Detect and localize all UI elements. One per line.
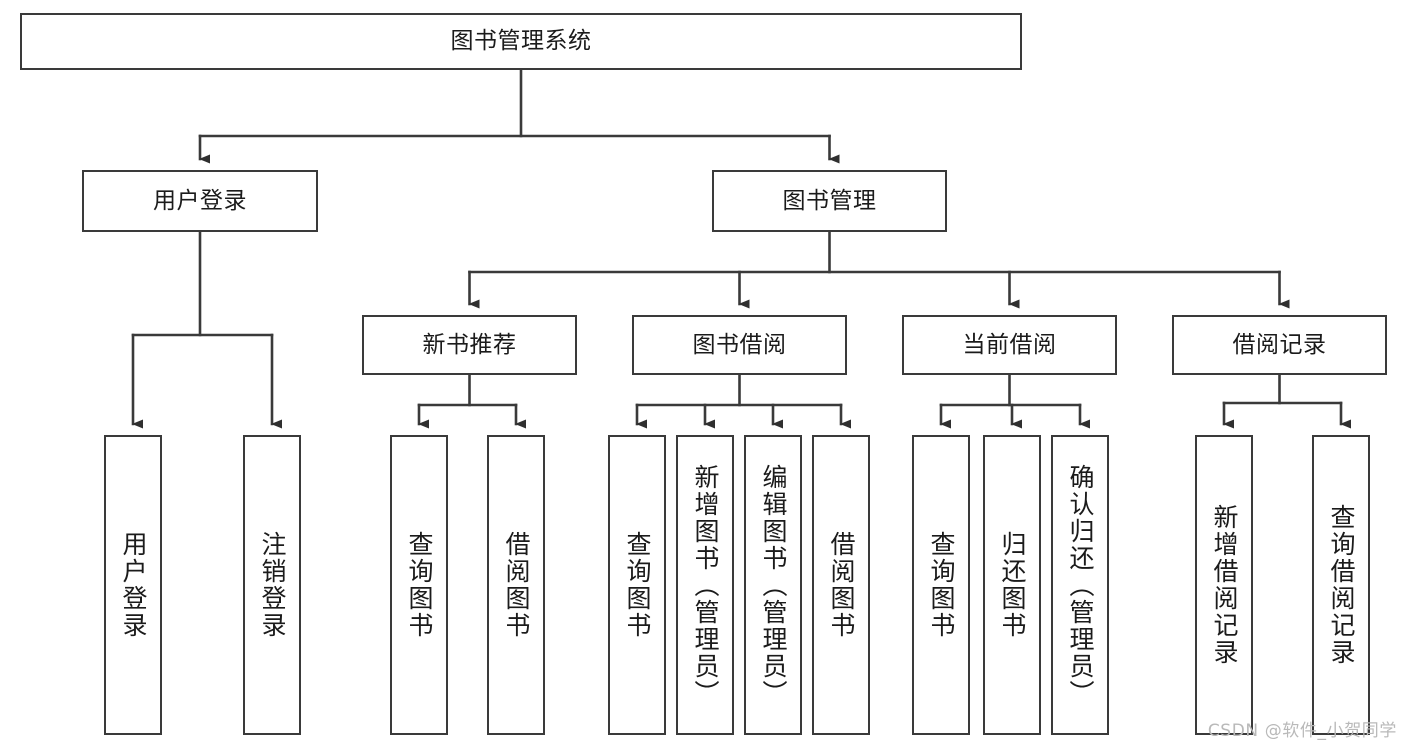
node-label: 查询图书 (927, 531, 956, 639)
node-label: 当前借阅 (962, 331, 1057, 358)
node-label: 用户登录 (119, 531, 148, 639)
node-label: 查询图书 (405, 531, 434, 639)
node-label: 新书推荐 (422, 331, 517, 358)
node-book-manage[interactable]: 图书管理 (712, 170, 947, 232)
node-leaf-bb-query[interactable]: 查询图书 (608, 435, 666, 735)
node-label: 查询借阅记录 (1327, 504, 1356, 666)
node-leaf-bb-add[interactable]: 新增图书（管理员） (676, 435, 734, 735)
node-root[interactable]: 图书管理系统 (20, 13, 1022, 70)
node-label: 确认归还（管理员） (1066, 463, 1095, 707)
node-leaf-rec-query[interactable]: 查询图书 (390, 435, 448, 735)
node-leaf-user-login[interactable]: 用户登录 (104, 435, 162, 735)
node-leaf-br-add[interactable]: 新增借阅记录 (1195, 435, 1253, 735)
node-label: 用户登录 (153, 187, 247, 214)
node-leaf-bb-borrow[interactable]: 借阅图书 (812, 435, 870, 735)
node-label: 新增借阅记录 (1210, 504, 1239, 666)
node-leaf-user-logout[interactable]: 注销登录 (243, 435, 301, 735)
node-label: 编辑图书（管理员） (759, 463, 788, 707)
node-label: 借阅图书 (502, 531, 531, 639)
node-label: 借阅记录 (1232, 331, 1327, 358)
node-leaf-bb-edit[interactable]: 编辑图书（管理员） (744, 435, 802, 735)
node-label: 图书管理 (782, 187, 877, 214)
node-leaf-cb-query[interactable]: 查询图书 (912, 435, 970, 735)
node-label: 借阅图书 (827, 531, 856, 639)
node-label: 注销登录 (258, 531, 287, 639)
node-label: 归还图书 (998, 531, 1027, 639)
node-new-book-rec[interactable]: 新书推荐 (362, 315, 577, 375)
node-label: 查询图书 (623, 531, 652, 639)
node-book-borrow[interactable]: 图书借阅 (632, 315, 847, 375)
node-leaf-cb-return[interactable]: 归还图书 (983, 435, 1041, 735)
node-label: 图书管理系统 (450, 28, 592, 55)
node-leaf-br-query[interactable]: 查询借阅记录 (1312, 435, 1370, 735)
node-leaf-rec-borrow[interactable]: 借阅图书 (487, 435, 545, 735)
node-user-login[interactable]: 用户登录 (82, 170, 318, 232)
node-borrow-record[interactable]: 借阅记录 (1172, 315, 1387, 375)
node-label: 新增图书（管理员） (691, 463, 720, 707)
node-leaf-cb-confirm[interactable]: 确认归还（管理员） (1051, 435, 1109, 735)
node-current-borrow[interactable]: 当前借阅 (902, 315, 1117, 375)
node-label: 图书借阅 (692, 331, 787, 358)
